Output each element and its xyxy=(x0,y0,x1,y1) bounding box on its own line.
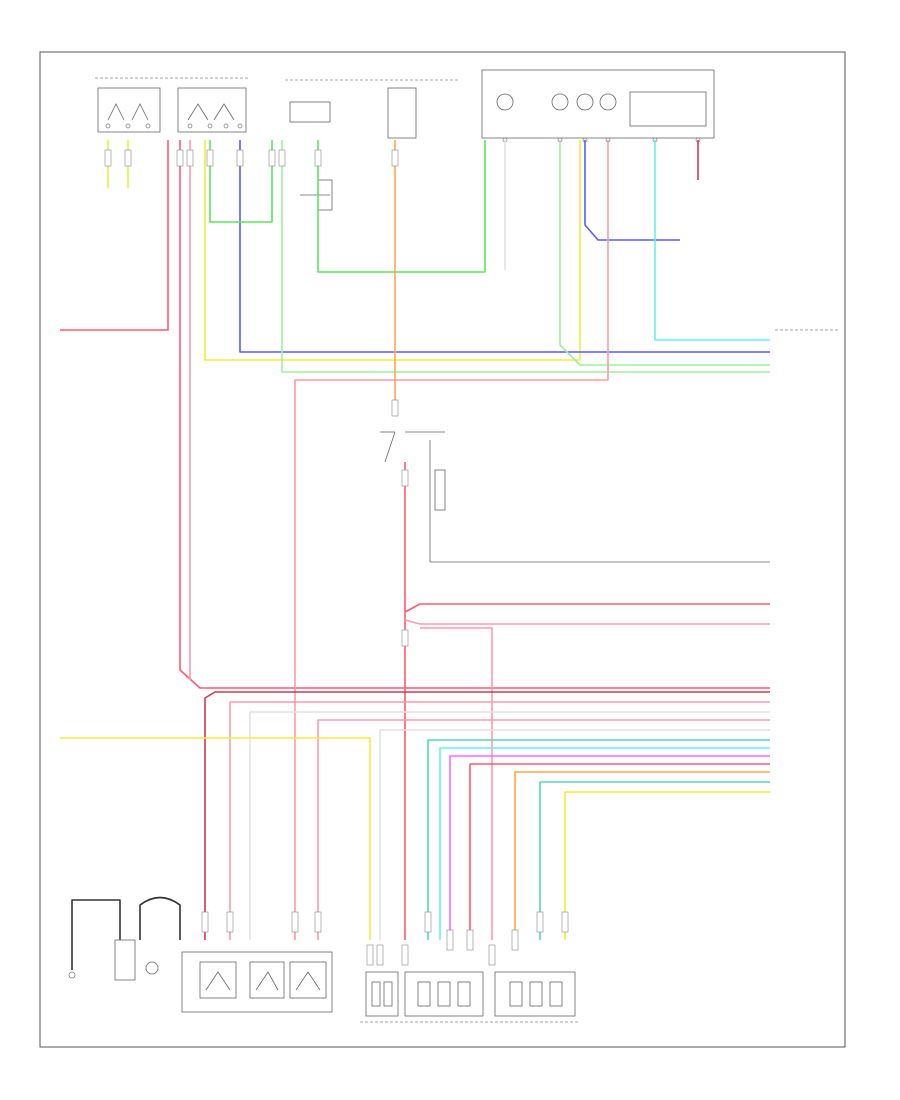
wire-blue-cluster xyxy=(239,140,770,353)
wire-cyan-cluster xyxy=(654,140,770,341)
shift-switch-block xyxy=(181,951,333,1013)
bottom-pins xyxy=(201,911,569,966)
wire-light-green-bus xyxy=(379,729,770,940)
wire-pink-return xyxy=(420,627,493,940)
wire-orange-bus xyxy=(514,771,770,940)
top-connectors xyxy=(502,137,701,143)
wire-cyan-bus xyxy=(439,747,770,940)
wire-black-loop xyxy=(139,896,181,940)
top-junction-block xyxy=(285,79,460,211)
wire-dark-red-bus xyxy=(204,691,770,940)
diagram-frame xyxy=(39,51,846,1048)
wire-red-feed-left xyxy=(60,140,169,331)
wire-black-ground xyxy=(71,899,121,970)
wire-teal-bus xyxy=(427,739,770,940)
wire-red-bat-1 xyxy=(404,603,770,613)
sensor-block xyxy=(360,971,580,1023)
wire-magenta-bus xyxy=(449,755,770,940)
bottom-ground-module xyxy=(114,896,181,981)
wire-green-run xyxy=(281,140,770,373)
wire-yellow-loop xyxy=(204,140,581,361)
wire-pink-bus xyxy=(229,701,770,940)
mid-relay-switch xyxy=(380,431,770,563)
wire-pink-cluster-loop xyxy=(294,140,609,940)
wire-gray-bus xyxy=(249,711,770,940)
instrument-cluster xyxy=(481,69,715,139)
wire-yellow-bus-low xyxy=(564,791,770,940)
wire-red-bat-2 xyxy=(404,619,770,625)
wire-pink-bus-2 xyxy=(317,719,770,940)
top-pins xyxy=(104,149,409,647)
wire-blue-drop xyxy=(584,140,680,241)
top-left-switch-block xyxy=(95,77,250,133)
wire-green-loop-a xyxy=(209,140,273,223)
wire-green-junction xyxy=(317,140,486,273)
wire-yellow-long xyxy=(60,737,371,940)
wire-red-bus-low xyxy=(469,763,770,940)
wire-green-right xyxy=(559,140,770,366)
wire-teal-bus-2 xyxy=(539,781,770,940)
